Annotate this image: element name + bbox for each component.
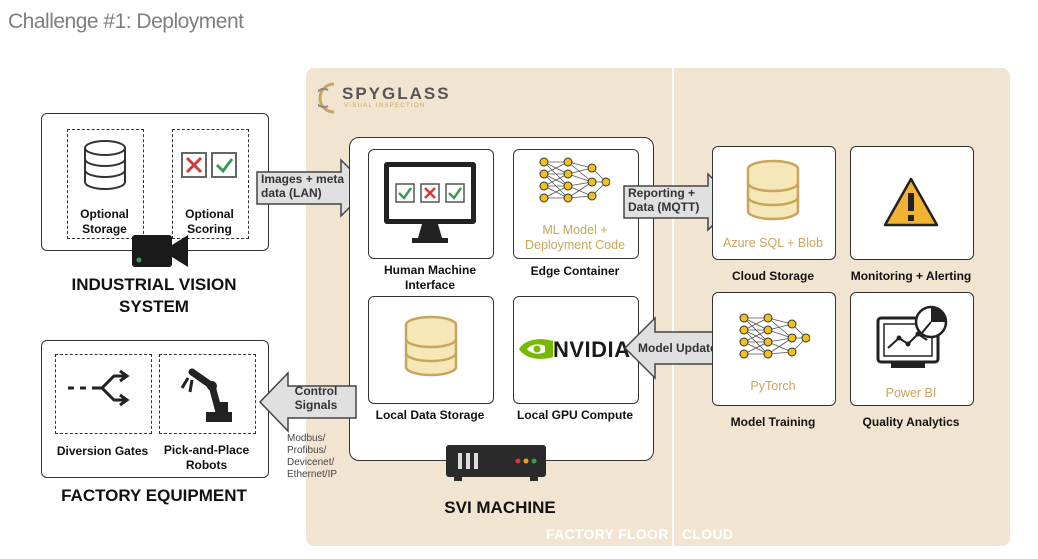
images-arrow-label: Images + meta data (LAN) <box>261 172 345 200</box>
server-icon <box>444 443 548 483</box>
edge-container-card <box>513 149 639 259</box>
control-signals-arrow <box>258 371 358 433</box>
factory-equipment-title: FACTORY EQUIPMENT <box>61 486 247 505</box>
spyglass-logo-mark <box>318 82 335 114</box>
gpu-label: Local GPU Compute <box>516 408 633 422</box>
analytics-dashboard-icon <box>875 304 951 374</box>
warning-icon <box>882 176 940 228</box>
cloud-storage-label: Cloud Storage <box>731 269 814 283</box>
monitoring-label: Monitoring + Alerting <box>850 269 972 283</box>
optional-scoring-label: Optional Scoring <box>185 207 234 236</box>
model-training-label: Model Training <box>730 415 816 429</box>
spyglass-logo: SPYGLASS VISUAL INSPECTION <box>318 80 451 114</box>
quality-analytics-label: Quality Analytics <box>862 415 960 429</box>
zone-divider <box>672 68 674 546</box>
local-storage-label: Local Data Storage <box>375 408 485 422</box>
edge-content-label: ML Model + Deployment Code <box>524 223 626 252</box>
neural-network-icon <box>738 312 810 364</box>
protocols-label: Modbus/ Profibus/ Devicenet/ Ethernet/IP <box>287 433 338 480</box>
hmi-label: Human Machine Interface <box>383 263 476 292</box>
reporting-arrow-label: Reporting + Data (MQTT) <box>628 186 700 214</box>
nvidia-logo-icon <box>517 336 555 362</box>
model-updates-label: Model Updates <box>638 341 724 355</box>
diversion-gates-card <box>55 354 152 434</box>
zone-label-factory-floor: FACTORY FLOOR <box>546 526 669 542</box>
logo-name: SPYGLASS <box>342 84 451 103</box>
control-signals-label: Control Signals <box>294 384 338 412</box>
model-training-content: PyTorch <box>750 379 796 393</box>
optional-storage-label: Optional Storage <box>80 207 129 236</box>
neural-network-icon <box>538 156 610 208</box>
cloud-storage-content: Azure SQL + Blob <box>723 236 823 250</box>
quality-analytics-content: Power BI <box>885 386 937 400</box>
logo-tagline: VISUAL INSPECTION <box>344 103 426 109</box>
robots-label: Pick-and-Place Robots <box>163 443 250 472</box>
database-icon <box>403 315 459 379</box>
diversion-gates-label: Diversion Gates <box>56 444 149 458</box>
edge-container-label: Edge Container <box>530 264 620 278</box>
monitor-icon <box>382 160 478 248</box>
diversion-icon <box>66 370 136 406</box>
svi-machine-title: SVI MACHINE <box>444 498 556 517</box>
vision-system-title: INDUSTRIAL VISION SYSTEM <box>71 275 237 316</box>
zone-label-cloud: CLOUD <box>682 526 734 542</box>
model-training-card <box>712 292 836 406</box>
database-icon <box>82 139 128 191</box>
scoring-icon <box>180 150 240 180</box>
robot-arm-icon <box>176 362 238 426</box>
camera-icon <box>130 231 190 269</box>
page-title: Challenge #1: Deployment <box>8 10 244 33</box>
optional-scoring-card <box>172 129 249 239</box>
nvidia-wordmark: NVIDIA <box>553 337 631 362</box>
database-icon <box>745 159 801 223</box>
